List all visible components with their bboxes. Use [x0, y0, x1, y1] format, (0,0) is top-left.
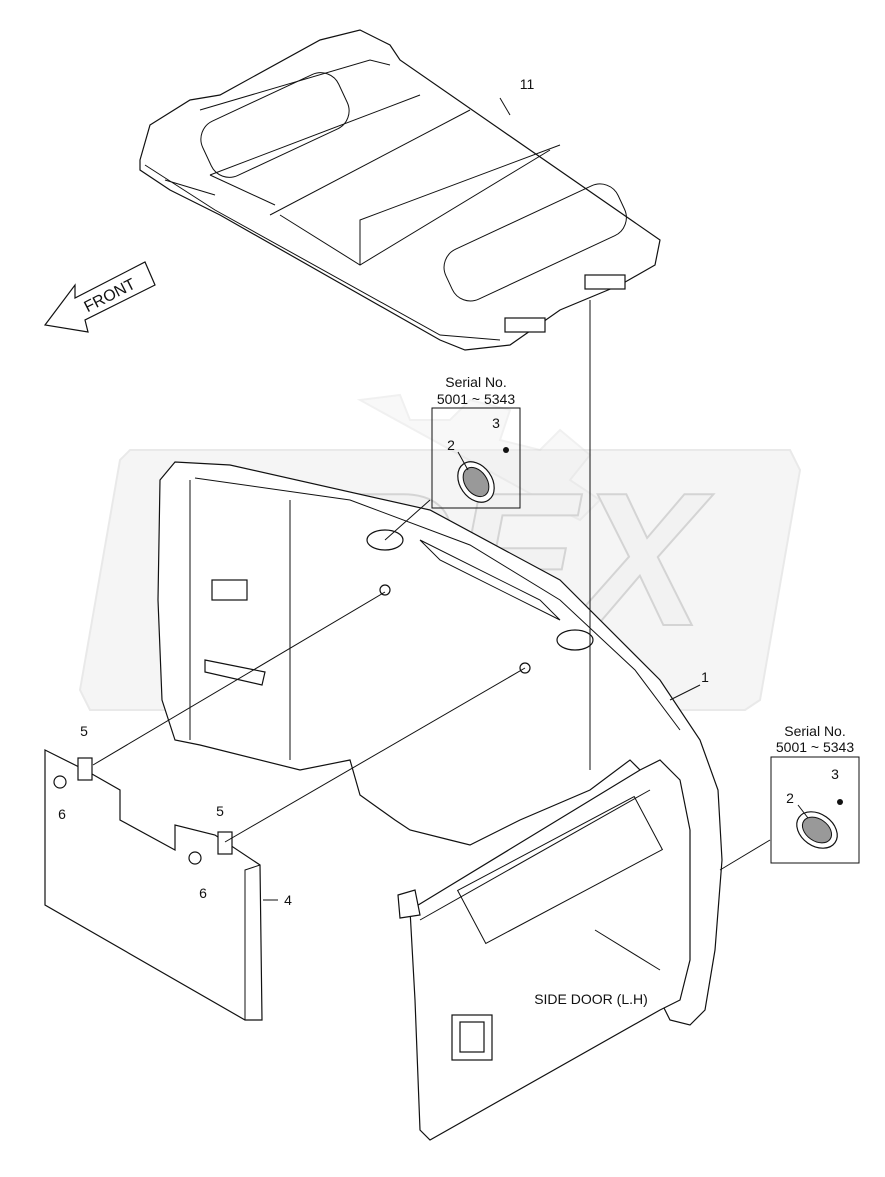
serial-title-2: Serial No. — [784, 723, 845, 739]
serial-range-1: 5001 ~ 5343 — [437, 391, 515, 407]
callout-6b: 6 — [199, 885, 207, 901]
callout-11: 11 — [520, 76, 535, 92]
serial-1-part-b: 3 — [492, 415, 500, 431]
hood-hinge-left — [504, 317, 546, 333]
callout-4: 4 — [284, 892, 292, 908]
hood-vents-rear — [200, 72, 627, 302]
serial-detail-box-top: Serial No. 5001 ~ 5343 2 3 — [431, 374, 521, 509]
engine-hood-cover — [139, 29, 661, 351]
leader-lines — [92, 97, 771, 901]
callout-5b: 5 — [216, 803, 224, 819]
serial-box-frame-1 — [431, 407, 521, 509]
filler-panel — [44, 749, 263, 1021]
main-housing-panel — [157, 461, 723, 1026]
side-door-lh — [397, 759, 691, 1141]
front-direction-arrow: FRONT — [43, 261, 156, 333]
callout-5a: 5 — [80, 723, 88, 739]
callout-1: 1 — [701, 669, 709, 685]
hood-hinge-right — [584, 274, 626, 290]
serial-title-1: Serial No. — [445, 374, 506, 390]
serial-2-part-b: 3 — [831, 766, 839, 782]
serial-1-part-a: 2 — [447, 437, 455, 453]
serial-detail-box-right: Serial No. 5001 ~ 5343 2 3 — [770, 723, 860, 864]
serial-2-part-a: 2 — [786, 790, 794, 806]
callout-6a: 6 — [58, 806, 66, 822]
side-door-label: SIDE DOOR (L.H) — [534, 991, 648, 1007]
serial-range-2: 5001 ~ 5343 — [776, 739, 854, 755]
serial-box-frame-2 — [770, 756, 860, 864]
